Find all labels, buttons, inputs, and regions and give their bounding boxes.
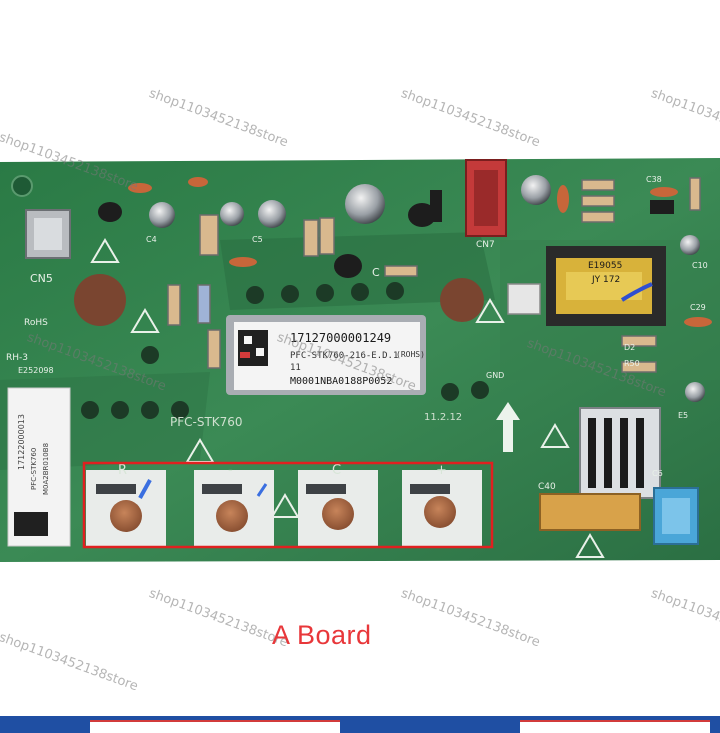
pcb-label-e-num: E252098 <box>18 366 54 375</box>
pcb-label-c29: C29 <box>690 303 706 312</box>
cn7-connector <box>465 159 507 237</box>
module-label <box>226 315 426 395</box>
pcb-label-c10: C10 <box>692 261 708 270</box>
caption: A Board <box>272 620 372 650</box>
banner-right-panel <box>520 720 710 733</box>
pcb-label-cn7: CN7 <box>476 240 495 250</box>
terminal-label-r: R <box>118 463 127 478</box>
capacitors <box>149 175 705 402</box>
c40-capacitor <box>539 493 641 531</box>
side-sticker-line3: M0A2BR010B8 <box>42 443 50 495</box>
bottom-banner <box>0 716 720 733</box>
label-serial: 17127000001249 <box>290 331 391 345</box>
pcb-label-c38: C38 <box>646 175 662 184</box>
side-sticker <box>7 387 71 547</box>
pcb-label-gnd: GND <box>486 371 504 380</box>
pcb-label-c5: C5 <box>252 235 263 244</box>
terminal-label-plus: + <box>436 463 447 478</box>
pcb-label-c4: C4 <box>146 235 157 244</box>
label-code: M0001NBA0188P0052 <box>290 376 392 387</box>
pcb-label-rh: RH-3 <box>6 353 28 363</box>
label-rohs: (ROHS) <box>396 350 425 359</box>
pcb-silk-model: PFC-STK760 <box>170 415 243 429</box>
pcb-silk-date: 11.2.12 <box>424 412 462 423</box>
pcb-label-r50: R50 <box>624 359 640 368</box>
side-sticker-line1: 17122000013 <box>17 414 26 470</box>
blue-connector <box>653 487 699 545</box>
pcb-label-c40: C40 <box>538 482 556 492</box>
pcb-label-cn5: CN5 <box>30 272 53 285</box>
heatsink <box>579 407 661 499</box>
cn5-connector <box>25 209 71 259</box>
pcb-label-c: C <box>372 266 380 279</box>
pcb-label-e5: E5 <box>678 411 688 420</box>
pcb-label-e19055: E19055 <box>588 261 622 271</box>
circuit-board: CN5 <box>0 158 720 562</box>
label-model: PFC-STK760-216-E.D.1 <box>290 351 398 361</box>
terminal-pads <box>86 470 482 548</box>
banner-left-panel <box>90 720 340 733</box>
highlight-box <box>82 461 494 549</box>
pcb-label-jy: JY 172 <box>591 275 620 285</box>
terminal-label-c: C <box>332 463 341 478</box>
side-sticker-line2: PFC-STK760 <box>30 448 38 490</box>
pcb-label-c6: C6 <box>652 469 663 478</box>
pcb-label-d2: D2 <box>624 343 635 352</box>
label-rev: 11 <box>290 363 301 373</box>
pcb-label-rohs: RoHS <box>24 318 48 328</box>
terminal-label-minus: - <box>228 463 233 478</box>
